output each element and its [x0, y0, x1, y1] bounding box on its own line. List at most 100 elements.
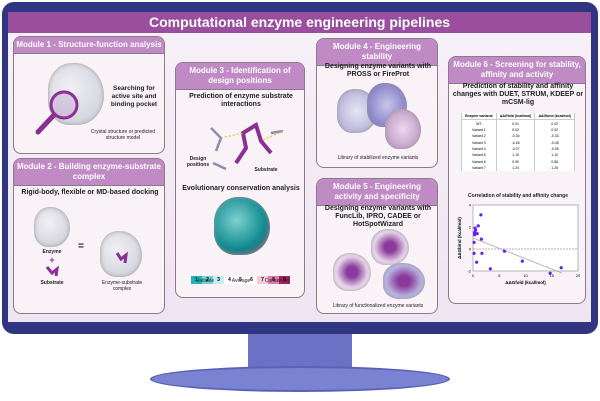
- table-row: Variant 3-0.46-0.45: [461, 139, 575, 146]
- column-header: ΔΔGbind (kcal/mol): [534, 113, 575, 121]
- monitor-stand-base: [150, 366, 450, 392]
- module-3-subtitle: Prediction of enzyme substrate interacti…: [189, 93, 293, 108]
- module-5-header: Module 5 - Engineering activity and spec…: [317, 179, 437, 206]
- module-5-caption: Library of functionalized enzyme variant…: [332, 303, 424, 309]
- scale-6: 6: [246, 276, 257, 284]
- magnifier-icon: [35, 90, 79, 135]
- x-axis-label: ΔΔGfold (kcal/mol): [505, 280, 546, 285]
- module-3-card: Module 3 - Identification of design posi…: [175, 62, 305, 298]
- functional-variant-3: [383, 263, 425, 299]
- data-point: [472, 233, 477, 237]
- interaction-diagram: [210, 121, 284, 171]
- data-point: [479, 237, 483, 241]
- data-point: [548, 271, 552, 275]
- module-1-header: Module 1 - Structure-function analysis: [14, 37, 164, 54]
- table-cell: -0.05: [534, 145, 575, 153]
- x-tick-label: 5: [498, 273, 501, 278]
- page-title: Computational enzyme engineering pipelin…: [8, 12, 591, 33]
- equals-sign: =: [78, 241, 84, 252]
- data-point: [479, 213, 483, 217]
- data-point: [520, 259, 524, 263]
- x-tick-label: 0: [472, 273, 475, 278]
- conservation-structure-image: [214, 197, 270, 255]
- scale-2: 2: [202, 276, 213, 284]
- module-2-subtitle: Rigid-body, flexible or MD-based docking: [21, 189, 159, 196]
- monitor-screen: Computational enzyme engineering pipelin…: [8, 12, 591, 322]
- y-tick-label: 2: [469, 225, 472, 230]
- module-4-caption: Library of stabilized enzyme variants: [337, 155, 419, 161]
- data-point: [480, 251, 484, 255]
- complex-image: [100, 231, 142, 277]
- column-header: Enzyme variants: [461, 113, 497, 121]
- scale-5: 5: [235, 276, 246, 284]
- data-point: [476, 224, 480, 228]
- y-tick-label: -2: [467, 269, 471, 274]
- table-cell: -0.33: [534, 133, 575, 140]
- table-cell: 1.10: [534, 152, 575, 159]
- scale-1: 1: [191, 276, 202, 284]
- substrate-label: Substrate: [40, 280, 64, 286]
- table-cell: 0.86: [534, 158, 575, 165]
- table-cell: Variant 7: [461, 165, 497, 172]
- design-positions-label: Design positions: [186, 156, 210, 168]
- module-4-card: Module 4 - Engineering stability Designi…: [316, 38, 438, 168]
- table-cell: WT: [461, 119, 497, 127]
- table-cell: 0.02: [534, 119, 575, 127]
- y-axis-label: ΔΔGbind (kcal/mol): [457, 217, 462, 259]
- module-5-subtitle: Designing enzyme variants with FuncLib, …: [324, 205, 432, 228]
- table-cell: Variant 3: [461, 139, 497, 146]
- table-cell: -0.45: [534, 139, 575, 146]
- enzyme-image: [34, 207, 70, 247]
- table-cell: Variant 4: [461, 145, 497, 153]
- module-3-header: Module 3 - Identification of design posi…: [176, 63, 304, 90]
- table-row: Variant 2-0.34-0.33: [461, 133, 575, 140]
- scale-9: 9: [279, 276, 290, 284]
- table-cell: Variant 1: [461, 126, 497, 134]
- data-point: [474, 228, 478, 232]
- scale-7: 7: [257, 276, 268, 284]
- chart-title: Correlation of stability and affinity ch…: [467, 193, 568, 199]
- module-6-card: Module 6 - Screening for stability, affi…: [448, 56, 586, 304]
- module-4-subtitle: Designing enzyme variants with PROSS or …: [324, 63, 432, 78]
- functional-variant-1: [371, 229, 409, 265]
- module-1-card: Module 1 - Structure-function analysis S…: [13, 36, 165, 154]
- scale-3: 3: [213, 276, 224, 284]
- search-label: Searching for active site and binding po…: [110, 85, 158, 108]
- table-cell: Variant 2: [461, 133, 497, 140]
- module-4-header: Module 4 - Engineering stability: [317, 39, 437, 66]
- conservation-title: Evolutionary conservation analysis: [182, 185, 300, 192]
- data-point: [475, 232, 479, 236]
- module-5-card: Module 5 - Engineering activity and spec…: [316, 178, 438, 314]
- average-label: Average: [231, 278, 251, 284]
- data-point: [475, 260, 479, 264]
- x-tick-label: 10: [523, 273, 528, 278]
- functional-variant-2: [333, 253, 371, 291]
- module-2-header: Module 2 - Building enzyme-substrate com…: [14, 159, 164, 186]
- conserved-label: Conserved: [264, 278, 290, 284]
- substrate-label: Substrate: [254, 167, 278, 173]
- variable-label: Variable: [196, 278, 214, 284]
- table-cell: 0.02: [534, 126, 575, 134]
- enzyme-label: Enzyme: [42, 249, 62, 255]
- table-cell: Variant 5: [461, 152, 497, 159]
- x-tick-label: 15: [550, 273, 555, 278]
- module-6-header: Module 6 - Screening for stability, affi…: [449, 57, 585, 84]
- substrate-icon: [45, 265, 60, 277]
- table-row: Variant 4-0.07-0.05: [461, 145, 575, 153]
- bound-substrate-icon: [115, 251, 128, 264]
- scale-4: 4: [224, 276, 235, 284]
- module-6-subtitle: Prediction of stability and affinity cha…: [452, 83, 584, 106]
- table-cell: 1.24: [495, 165, 536, 172]
- module-1-caption: Crystal structure or predicted structure…: [90, 129, 156, 141]
- module-2-card: Module 2 - Building enzyme-substrate com…: [13, 158, 165, 314]
- table-cell: 1.25: [534, 165, 575, 172]
- data-point: [488, 267, 492, 271]
